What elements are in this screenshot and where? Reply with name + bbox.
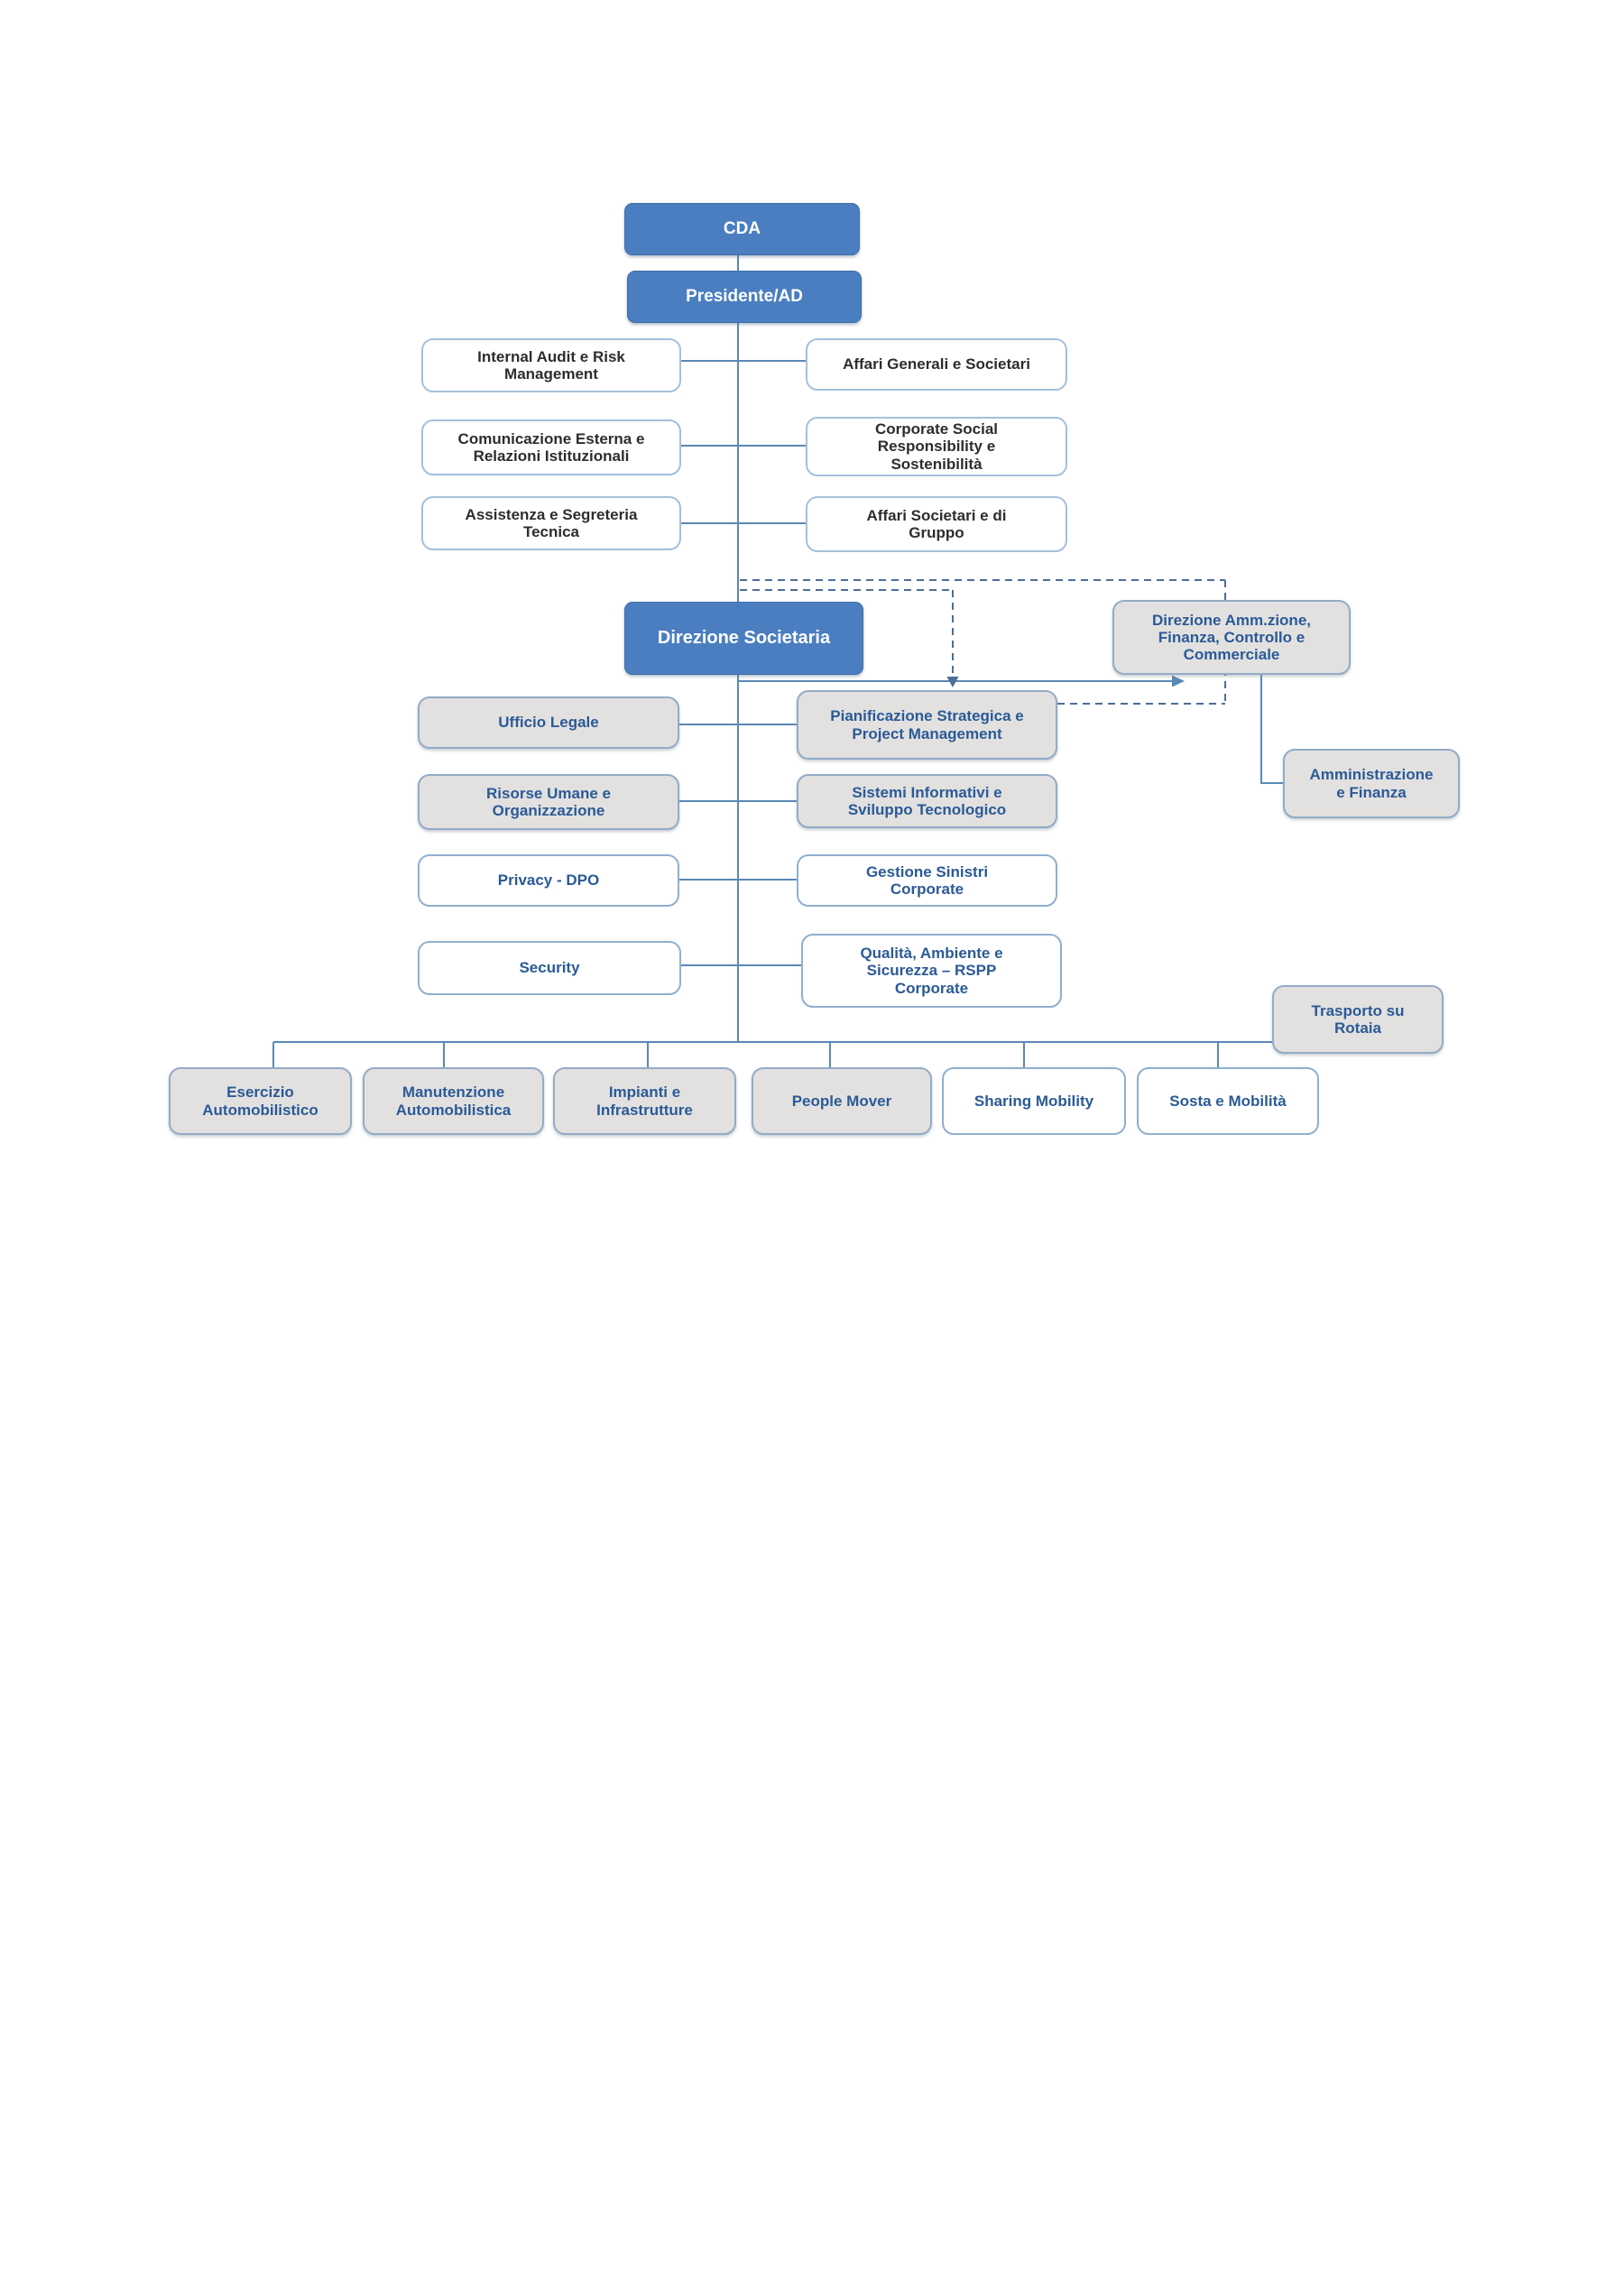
node-comunicazione-esterna: Comunicazione Esterna e Relazioni Istitu… [421,420,681,475]
node-pianificazione-strategica: Pianificazione Strategica e Project Mana… [797,690,1057,760]
node-risorse-umane: Risorse Umane e Organizzazione [418,774,679,830]
node-people-mover: People Mover [752,1067,932,1135]
node-amministrazione-finanza: Amministrazione e Finanza [1283,749,1460,818]
node-presidente-ad: Presidente/AD [627,271,862,323]
solid-connectors [272,255,1290,1068]
node-assistenza-segreteria: Assistenza e Segreteria Tecnica [421,496,681,550]
node-manutenzione-automobilistica: Manutenzione Automobilistica [363,1067,544,1135]
node-corporate-social: Corporate Social Responsibility e Sosten… [806,417,1067,476]
node-security: Security [418,941,681,995]
node-gestione-sinistri: Gestione Sinistri Corporate [797,854,1057,907]
node-direzione-ammzione: Direzione Amm.zione, Finanza, Controllo … [1112,600,1351,675]
node-privacy-dpo: Privacy - DPO [418,854,679,907]
node-cda: CDA [624,203,860,255]
node-direzione-societaria: Direzione Societaria [624,602,863,675]
node-impianti-infrastrutture: Impianti e Infrastrutture [553,1067,736,1135]
node-esercizio-automobilistico: Esercizio Automobilistico [169,1067,352,1135]
arrow-right-icon [1172,675,1185,687]
dashed-connectors [740,579,1226,705]
arrowheads [946,675,1185,687]
node-trasporto-rotaia: Trasporto su Rotaia [1272,985,1444,1054]
node-sharing-mobility: Sharing Mobility [942,1067,1126,1135]
node-sosta-mobilita: Sosta e Mobilità [1137,1067,1319,1135]
node-internal-audit: Internal Audit e Risk Management [421,338,681,392]
node-affari-generali: Affari Generali e Societari [806,338,1067,391]
node-qualita-ambiente: Qualità, Ambiente e Sicurezza – RSPP Cor… [801,934,1062,1008]
node-sistemi-informativi: Sistemi Informativi e Sviluppo Tecnologi… [797,774,1057,828]
arrow-down-icon [946,677,959,687]
node-ufficio-legale: Ufficio Legale [418,696,679,749]
node-affari-societari-gruppo: Affari Societari e di Gruppo [806,496,1067,552]
